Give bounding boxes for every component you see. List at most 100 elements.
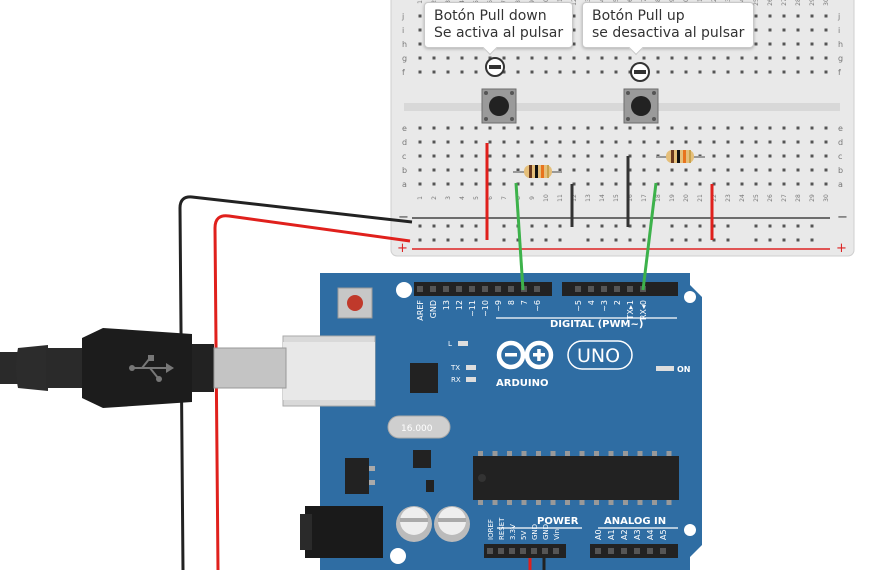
- header-pin[interactable]: [531, 548, 537, 554]
- header-pin[interactable]: [443, 286, 449, 292]
- breadboard-hole: [782, 56, 786, 60]
- breadboard-hole: [796, 14, 800, 18]
- breadboard-hole: [754, 168, 758, 172]
- breadboard-hole: [628, 140, 632, 144]
- mounting-hole: [684, 291, 696, 303]
- breadboard-hole: [432, 168, 436, 172]
- header-pin[interactable]: [495, 286, 501, 292]
- breadboard-hole: [768, 168, 772, 172]
- header-pin[interactable]: [498, 548, 504, 554]
- header-pin[interactable]: [614, 286, 620, 292]
- breadboard-hole: [796, 70, 800, 74]
- rail-hole: [768, 238, 772, 242]
- header-pin[interactable]: [487, 548, 493, 554]
- column-number: 17: [641, 194, 648, 202]
- green-signal-wire-1[interactable]: [514, 182, 525, 291]
- header-pin[interactable]: [647, 548, 653, 554]
- led-rx-label: RX: [451, 376, 461, 384]
- rail-hole: [418, 224, 422, 228]
- bottom-header-pins: [487, 548, 666, 554]
- header-pin[interactable]: [575, 286, 581, 292]
- column-number: 13: [585, 194, 592, 202]
- minus-marker-1-icon[interactable]: [485, 57, 505, 77]
- breadboard-hole: [782, 70, 786, 74]
- header-pin[interactable]: [508, 286, 514, 292]
- rail-hole: [782, 238, 786, 242]
- header-pin[interactable]: [595, 548, 601, 554]
- reset-button-cap[interactable]: [347, 295, 363, 311]
- breadboard-hole: [474, 140, 478, 144]
- header-pin[interactable]: [520, 548, 526, 554]
- header-pin[interactable]: [553, 548, 559, 554]
- chip-pin: [521, 451, 527, 456]
- breadboard-hole: [586, 56, 590, 60]
- header-pin[interactable]: [482, 286, 488, 292]
- resistor-1[interactable]: [513, 165, 562, 178]
- pin-label: ~3: [600, 300, 609, 312]
- chip-pin: [478, 451, 483, 456]
- header-pin[interactable]: [534, 286, 540, 292]
- breadboard-hole: [446, 126, 450, 130]
- breadboard-hole: [810, 154, 814, 158]
- breadboard-hole: [656, 56, 660, 60]
- column-number: 3: [445, 196, 452, 200]
- row-letter-right: h: [838, 40, 843, 49]
- pin-label: Vin: [553, 529, 561, 540]
- chip-pin: [652, 500, 657, 505]
- led-l-label: L: [448, 340, 452, 348]
- breadboard-hole: [614, 126, 618, 130]
- breadboard-hole: [726, 126, 730, 130]
- rail-hole: [502, 224, 506, 228]
- breadboard-hole: [572, 14, 576, 18]
- column-number: 23: [725, 194, 732, 202]
- header-pin[interactable]: [627, 286, 633, 292]
- breadboard-hole: [600, 182, 604, 186]
- breadboard-hole: [600, 154, 604, 158]
- breadboard-hole: [810, 168, 814, 172]
- pushbutton-pull-up[interactable]: [623, 88, 659, 124]
- pin-label: 13: [442, 300, 451, 310]
- header-pin[interactable]: [621, 548, 627, 554]
- row-letter-left: a: [402, 180, 407, 189]
- breadboard-hole: [740, 154, 744, 158]
- pushbutton-pull-down[interactable]: [481, 88, 517, 124]
- column-number: 1: [417, 196, 424, 200]
- small-chip: [413, 450, 431, 468]
- column-number: 4: [459, 196, 466, 200]
- header-pin[interactable]: [542, 548, 548, 554]
- header-pin[interactable]: [588, 286, 594, 292]
- header-pin[interactable]: [456, 286, 462, 292]
- breadboard-hole: [642, 140, 646, 144]
- black-ground-wire[interactable]: [178, 195, 413, 570]
- minus-marker-2-icon[interactable]: [630, 62, 650, 82]
- header-pin[interactable]: [601, 286, 607, 292]
- breadboard-hole: [558, 154, 562, 158]
- chip-pin: [492, 451, 498, 456]
- red-power-wire[interactable]: [213, 214, 411, 570]
- header-pin[interactable]: [509, 548, 515, 554]
- breadboard-hole: [600, 126, 604, 130]
- rail-hole: [544, 224, 548, 228]
- digital-label: DIGITAL (PWM~): [550, 319, 643, 330]
- breadboard-hole: [432, 154, 436, 158]
- header-pin[interactable]: [417, 286, 423, 292]
- breadboard-hole: [782, 182, 786, 186]
- row-letter-right: e: [838, 124, 843, 133]
- resistor-2[interactable]: [656, 150, 705, 163]
- callout-pull-up-title: Botón Pull up: [592, 8, 685, 24]
- breadboard-hole: [572, 168, 576, 172]
- rail-hole: [754, 238, 758, 242]
- header-pin[interactable]: [430, 286, 436, 292]
- breadboard-hole: [600, 140, 604, 144]
- breadboard-hole: [796, 182, 800, 186]
- header-pin[interactable]: [608, 548, 614, 554]
- breadboard-hole: [460, 154, 464, 158]
- breadboard-hole: [768, 56, 772, 60]
- header-pin[interactable]: [634, 548, 640, 554]
- breadboard-hole: [684, 182, 688, 186]
- header-pin[interactable]: [660, 548, 666, 554]
- header-pin[interactable]: [469, 286, 475, 292]
- green-signal-wire-2[interactable]: [641, 182, 658, 291]
